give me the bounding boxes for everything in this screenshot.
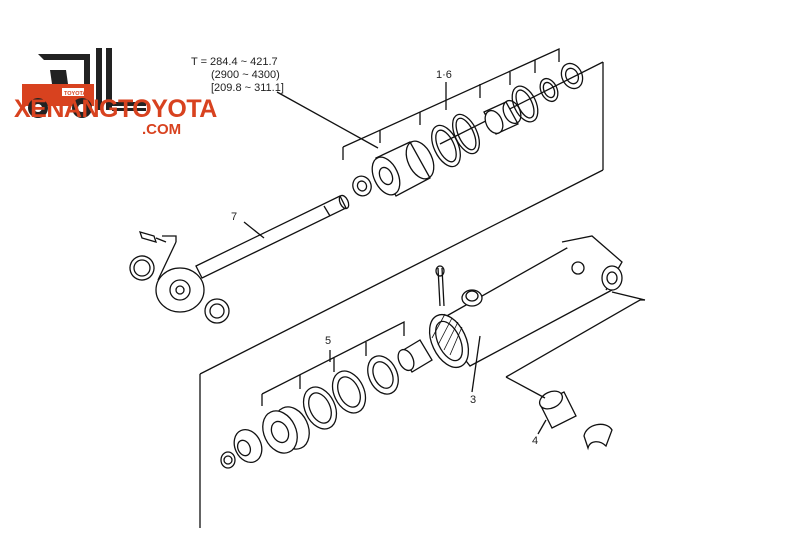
callout-piston-rod: 7 — [231, 211, 237, 223]
callout-packing-set: 5 — [325, 335, 331, 347]
brand-name: XENANGTOYOTA — [14, 95, 217, 123]
lower-ring-part — [367, 355, 399, 395]
forklift-logo-icon: TOYOTA — [22, 48, 146, 118]
callout-cylinder-tube: 3 — [470, 394, 476, 406]
washer-part — [352, 175, 372, 197]
brand-domain: .COM — [142, 121, 182, 138]
torque-kgfcm: (2900 ~ 4300) — [211, 69, 280, 81]
rod-eye-part — [155, 267, 205, 313]
cotter-pin-part — [437, 267, 445, 307]
callout-piston-kit: 1·6 — [436, 69, 452, 81]
piston-rod-part — [195, 195, 347, 279]
torque-leader — [276, 91, 379, 149]
torque-value: T = 284.4 ~ 421.7 — [191, 56, 278, 68]
frame-top-edge — [439, 61, 604, 145]
callout-bushing: 4 — [532, 435, 538, 447]
seal-part — [511, 85, 539, 123]
torque-lbfft: [209.8 ~ 311.1] — [211, 82, 284, 94]
end-washer-part — [220, 451, 236, 469]
grease-nipple-part — [138, 231, 158, 243]
bracket-packing-set — [261, 320, 405, 395]
bracket-piston-kit — [342, 47, 560, 148]
oring-part — [129, 255, 155, 281]
truck-badge-label: TOYOTA — [64, 91, 86, 97]
frame-divider — [199, 169, 604, 375]
split-bushing-part — [583, 423, 613, 451]
dust-seal-part — [204, 298, 230, 324]
